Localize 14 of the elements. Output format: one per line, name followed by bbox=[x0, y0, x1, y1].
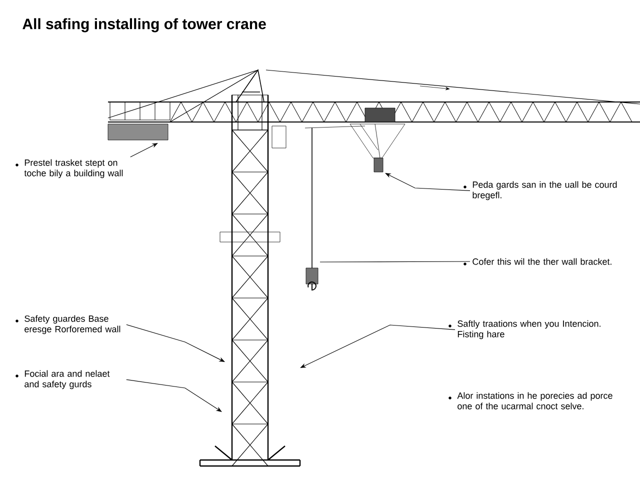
callout-text: Saftly traations when you Intencion. Fisting hare bbox=[458, 320, 600, 340]
callout-text: Peda gards san in the uall be courd bregefl. bbox=[472, 181, 617, 200]
title: All safing installing of tower crane bbox=[22, 18, 266, 32]
callout-text: Prestel trasket stept on toche bily a building wall bbox=[24, 159, 123, 178]
leader-line bbox=[300, 324, 456, 368]
leader-line bbox=[320, 261, 470, 262]
callout-text: Focial ara and nelaet and safety gurds bbox=[24, 370, 110, 390]
leader-line bbox=[385, 173, 470, 191]
callout-text: Alor instations in he porecies ad porce one of the ucarmal cnoct selve. bbox=[457, 392, 612, 410]
leader-line bbox=[126, 324, 225, 362]
callout-text: Safety guardes Base eresge Rorforemed wall bbox=[24, 315, 120, 334]
callout-text: Cofer this wil the ther wall bracket. bbox=[472, 258, 612, 265]
leader-line bbox=[130, 143, 158, 158]
leader-line bbox=[126, 379, 222, 412]
